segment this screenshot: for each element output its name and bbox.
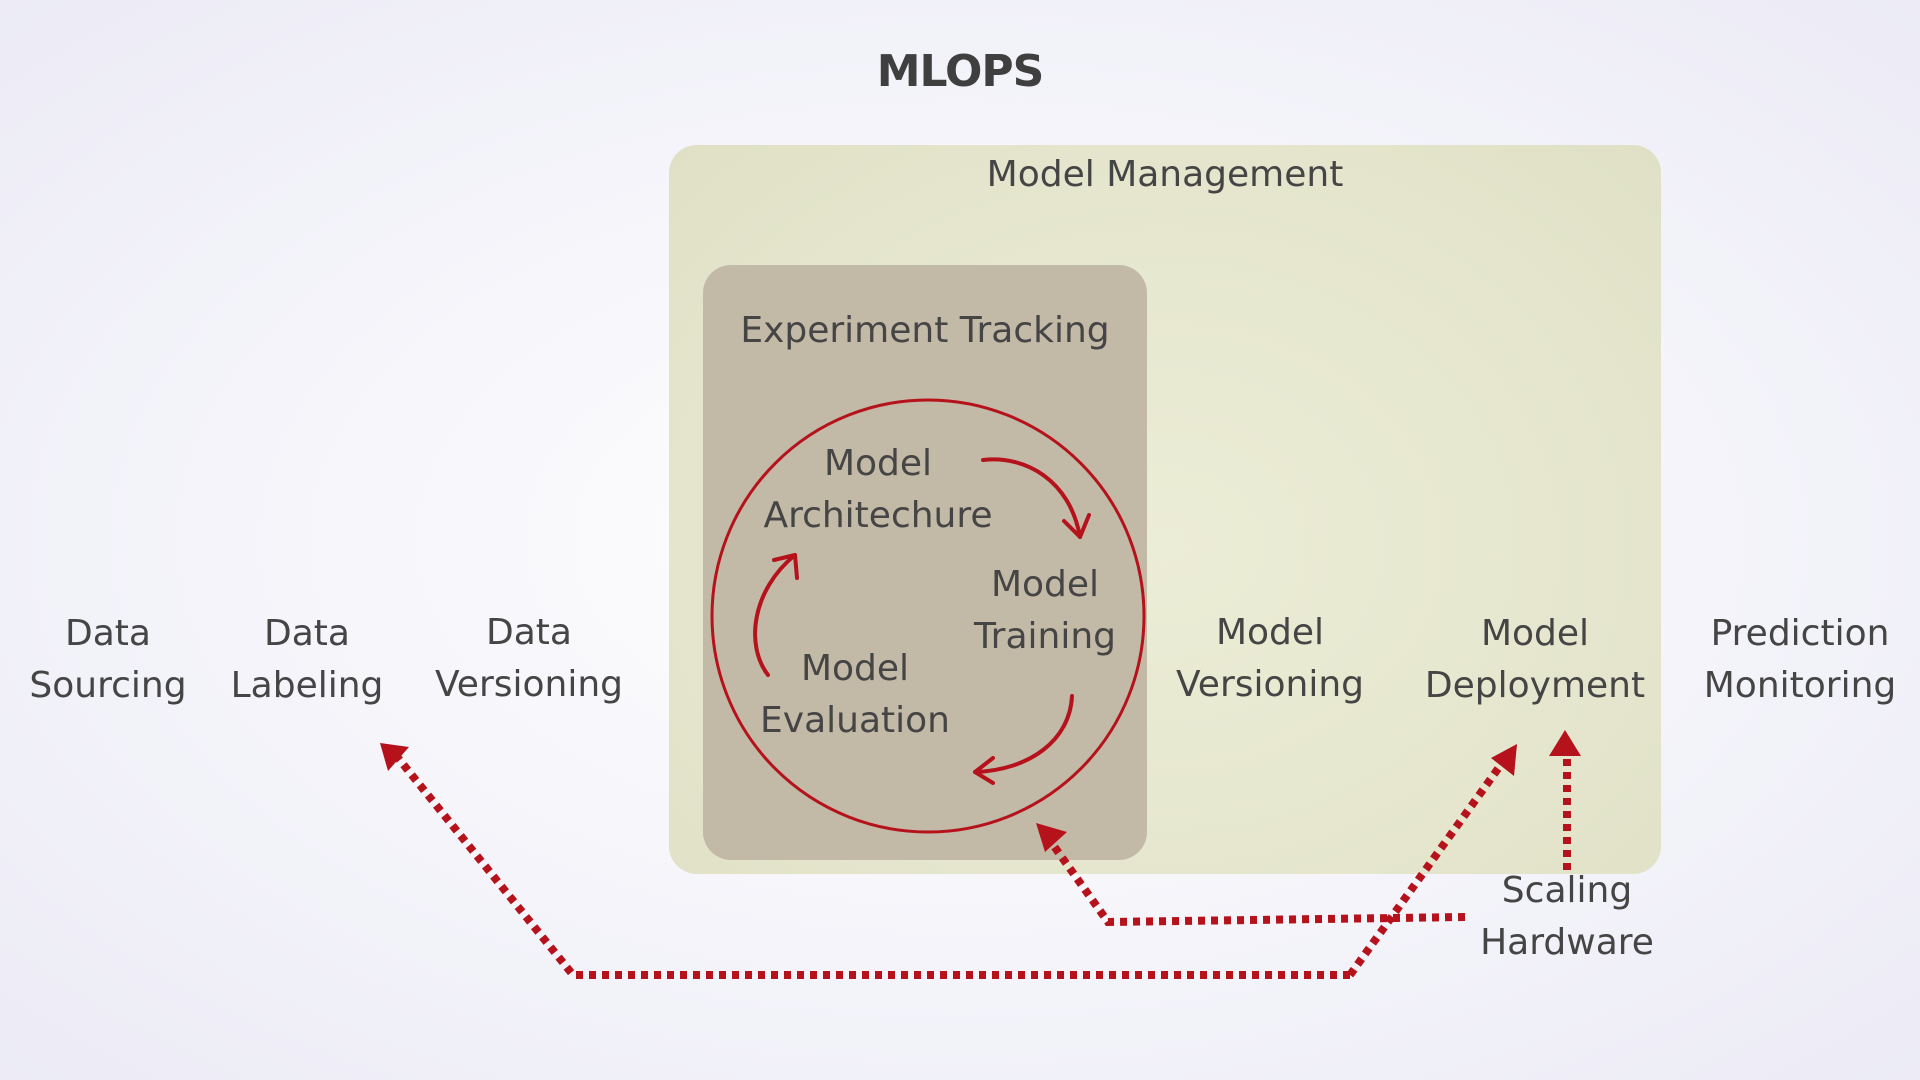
cycle-arrow-training-to-evaluation — [973, 694, 1074, 774]
stage-model-deployment: Model Deployment — [1405, 608, 1665, 712]
scaling-hardware-line2: Hardware — [1480, 922, 1654, 963]
scaling-hardware: Scaling Hardware — [1452, 865, 1682, 969]
arrowhead-icon — [1549, 730, 1581, 756]
stage-model-versioning: Model Versioning — [1155, 607, 1385, 711]
arrowhead-icon — [1062, 513, 1091, 539]
cycle-model-evaluation: Model Evaluation — [735, 643, 975, 747]
experiment-tracking-title: Experiment Tracking — [740, 310, 1110, 351]
cycle-model-training: Model Training — [935, 559, 1155, 663]
dotted-arrow-to-experiment-tracking — [1042, 832, 1466, 927]
arrowhead-icon — [772, 553, 799, 580]
cycle-training-line2: Training — [973, 616, 1117, 657]
cycle-evaluation-line2: Evaluation — [760, 700, 950, 741]
cycle-evaluation-line1: Model — [800, 648, 910, 689]
scaling-hardware-line1: Scaling — [1501, 870, 1633, 911]
data-versioning-line2: Versioning — [434, 664, 624, 705]
cycle-training-line1: Model — [990, 564, 1100, 605]
cycle-arrow-evaluation-to-architecture — [753, 553, 797, 677]
stage-data-versioning: Data Versioning — [414, 607, 644, 711]
experiment-cycle-circle — [710, 398, 1146, 834]
prediction-monitoring-line1: Prediction — [1710, 613, 1890, 654]
stage-data-labeling: Data Labeling — [207, 608, 407, 712]
model-management-title: Model Management — [986, 154, 1344, 195]
stage-prediction-monitoring: Prediction Monitoring — [1680, 608, 1920, 712]
dotted-arrow-to-model-deployment — [1346, 749, 1514, 978]
arrowhead-icon — [1491, 744, 1517, 776]
data-labeling-line1: Data — [264, 613, 350, 654]
model-deployment-line1: Model — [1480, 613, 1590, 654]
experiment-tracking-box — [703, 265, 1147, 860]
arrowhead-icon — [1036, 823, 1067, 852]
arrowhead-icon — [380, 743, 409, 771]
cycle-architecture-line1: Model — [823, 443, 933, 484]
cycle-arrow-architecture-to-training — [981, 457, 1082, 539]
data-sourcing-line2: Sourcing — [29, 665, 187, 706]
data-versioning-line1: Data — [486, 612, 572, 653]
dotted-arrow-to-data-labeling — [386, 745, 1350, 979]
diagram-title: MLOPS — [876, 46, 1045, 97]
model-deployment-line2: Deployment — [1424, 665, 1646, 706]
stage-data-sourcing: Data Sourcing — [8, 608, 208, 712]
arrowhead-icon — [973, 756, 995, 785]
cycle-model-architecture: Model Architechure — [738, 438, 1018, 542]
cycle-architecture-line2: Architechure — [763, 495, 993, 536]
model-versioning-line1: Model — [1215, 612, 1325, 653]
data-sourcing-line1: Data — [65, 613, 151, 654]
prediction-monitoring-line2: Monitoring — [1703, 665, 1897, 706]
data-labeling-line2: Labeling — [230, 665, 384, 706]
model-versioning-line2: Versioning — [1175, 664, 1365, 705]
